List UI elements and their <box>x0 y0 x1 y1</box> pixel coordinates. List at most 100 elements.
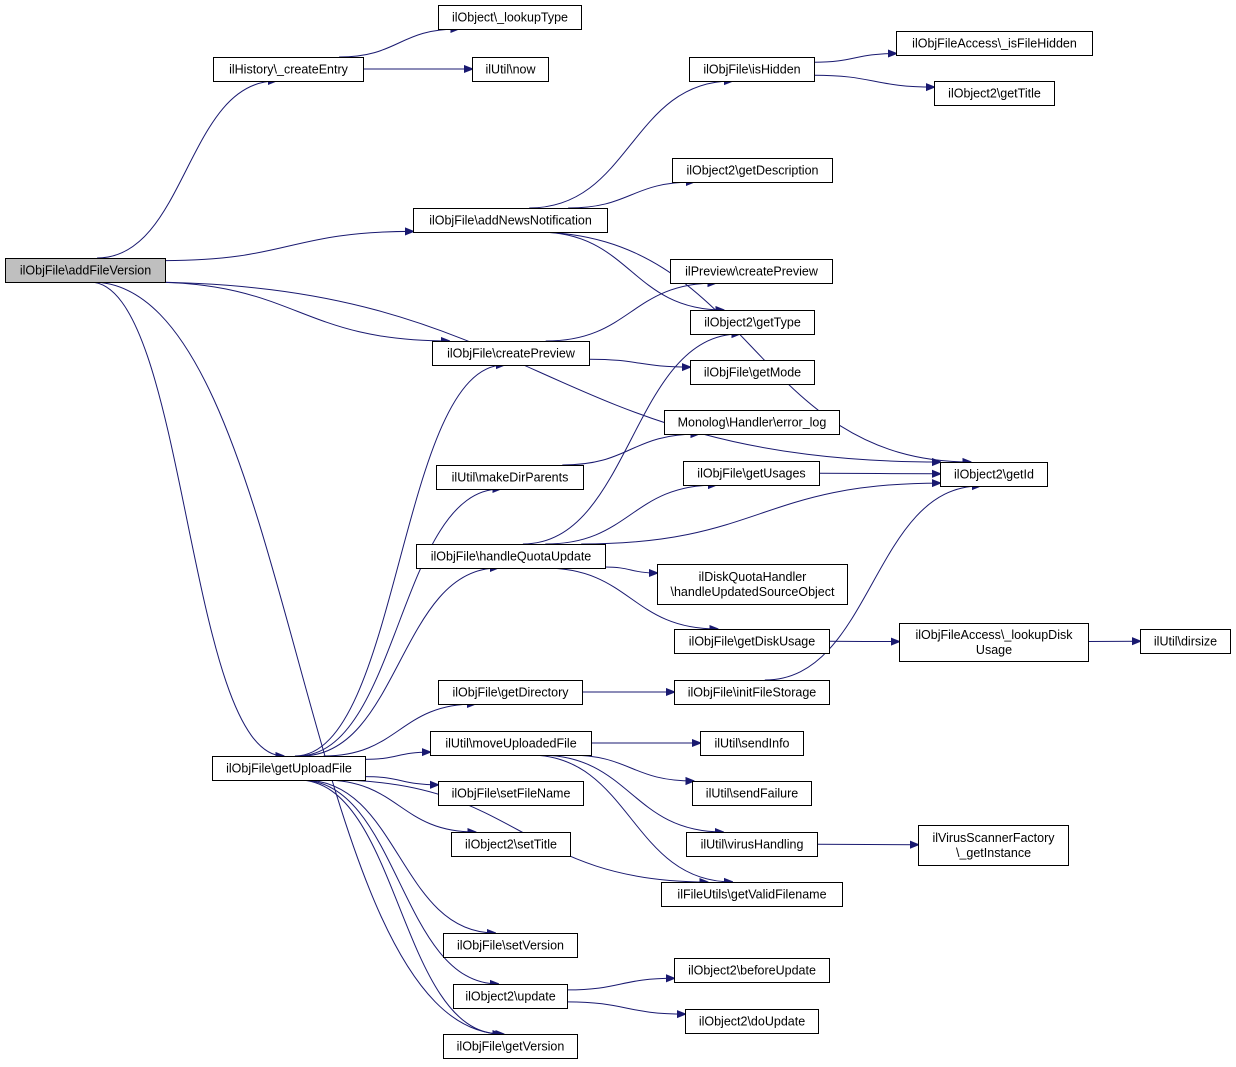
node-getUsages[interactable]: ilObjFile\getUsages <box>683 461 820 486</box>
node-label: ilPreview\createPreview <box>685 265 819 279</box>
edge-getUploadFile-to-getValidFilename <box>332 779 708 882</box>
edge-createPreview-to-getMode <box>588 358 690 367</box>
edge-getUploadFile-to-makeDirParents <box>297 489 501 757</box>
node-getDescription[interactable]: ilObject2\getDescription <box>672 158 833 183</box>
node-box <box>692 781 812 806</box>
node-handleUpdatedSourceObject[interactable]: ilDiskQuotaHandler\handleUpdatedSourceOb… <box>657 564 848 605</box>
node-setVersion[interactable]: ilObjFile\setVersion <box>443 933 578 958</box>
node-label: ilObjFile\getMode <box>704 366 801 380</box>
node-getVersion[interactable]: ilObjFile\getVersion <box>443 1034 578 1059</box>
node-setFileName[interactable]: ilObjFile\setFileName <box>438 781 584 806</box>
node-moveUploadedFile[interactable]: ilUtil\moveUploadedFile <box>430 731 592 756</box>
edge-getUploadFile-to-moveUploadedFile <box>364 752 430 760</box>
node-getDirectory[interactable]: ilObjFile\getDirectory <box>438 680 583 705</box>
node-addFileVersion[interactable]: ilObjFile\addFileVersion <box>5 258 166 283</box>
node-label: Monolog\Handler\error_log <box>678 416 827 430</box>
node-now[interactable]: ilUtil\now <box>472 57 549 82</box>
node-box <box>664 410 840 435</box>
edge-addFileVersion-to-getId <box>138 281 940 462</box>
node-box <box>432 341 590 366</box>
node-label: ilObject\_lookupType <box>452 11 568 25</box>
node-box <box>1140 629 1231 654</box>
node-box <box>661 882 843 907</box>
node-box <box>689 57 815 82</box>
node-box <box>416 544 606 569</box>
node-box <box>436 465 584 490</box>
edge-getUploadFile-to-setTitle <box>323 779 476 832</box>
node-getMode[interactable]: ilObjFile\getMode <box>690 360 815 385</box>
node-sendInfo[interactable]: ilUtil\sendInfo <box>700 731 804 756</box>
node-label: ilObjFile\getVersion <box>457 1040 565 1054</box>
node-isFileHidden[interactable]: ilObjFileAccess\_isFileHidden <box>896 31 1093 56</box>
edge-handleQuotaUpdate-to-getDiskUsage <box>544 567 718 629</box>
node-getValidFilename[interactable]: ilFileUtils\getValidFilename <box>661 882 843 907</box>
node-label: ilUtil\virusHandling <box>701 838 804 852</box>
node-getTitle[interactable]: ilObject2\getTitle <box>934 81 1055 106</box>
edge-createEntry-to-lookupType <box>339 29 458 58</box>
edge-getUploadFile-to-createPreview <box>294 365 504 757</box>
node-label: ilObjFile\isHidden <box>703 63 800 77</box>
node-label: Usage <box>976 643 1012 657</box>
node-getDiskUsage[interactable]: ilObjFile\getDiskUsage <box>674 629 830 654</box>
node-setTitle[interactable]: ilObject2\setTitle <box>451 832 571 857</box>
node-box <box>690 310 815 335</box>
node-previewCreatePreview[interactable]: ilPreview\createPreview <box>670 259 833 284</box>
edge-update-to-beforeUpdate <box>566 978 674 991</box>
node-beforeUpdate[interactable]: ilObject2\beforeUpdate <box>674 958 830 983</box>
node-label: \handleUpdatedSourceObject <box>670 585 835 599</box>
node-box <box>899 623 1089 662</box>
node-box <box>657 564 848 605</box>
node-lookupType[interactable]: ilObject\_lookupType <box>438 5 582 30</box>
edge-handleQuotaUpdate-to-getUsages <box>545 485 716 545</box>
node-box <box>430 731 592 756</box>
edge-addFileVersion-to-getUploadFile <box>89 281 284 756</box>
node-getInstance[interactable]: ilVirusScannerFactory\_getInstance <box>918 825 1069 866</box>
node-addNewsNotification[interactable]: ilObjFile\addNewsNotification <box>413 208 608 233</box>
node-label: ilUtil\sendInfo <box>714 737 789 751</box>
node-errorLog[interactable]: Monolog\Handler\error_log <box>664 410 840 435</box>
node-box <box>438 781 584 806</box>
node-dirsize[interactable]: ilUtil\dirsize <box>1140 629 1231 654</box>
node-sendFailure[interactable]: ilUtil\sendFailure <box>692 781 812 806</box>
edge-isHidden-to-isFileHidden <box>813 54 896 63</box>
edge-getUsages-to-getId <box>818 473 940 474</box>
node-box <box>5 258 166 283</box>
node-isHidden[interactable]: ilObjFile\isHidden <box>689 57 815 82</box>
edge-addFileVersion-to-createEntry <box>97 81 276 259</box>
node-label: ilObjFile\getDirectory <box>452 686 569 700</box>
node-label: ilFileUtils\getValidFilename <box>677 888 826 902</box>
node-label: ilUtil\now <box>485 63 536 77</box>
edge-handleQuotaUpdate-to-getId <box>581 483 940 545</box>
edge-layer <box>89 29 1140 1034</box>
node-box <box>438 5 582 30</box>
node-label: ilDiskQuotaHandler <box>699 570 807 584</box>
node-doUpdate[interactable]: ilObject2\doUpdate <box>685 1009 819 1034</box>
edge-moveUploadedFile-to-sendFailure <box>568 754 693 781</box>
node-label: ilObjFile\setFileName <box>452 787 571 801</box>
node-getUploadFile[interactable]: ilObjFile\getUploadFile <box>212 756 366 781</box>
node-box <box>213 57 364 82</box>
node-box <box>940 462 1048 487</box>
edge-getUploadFile-to-setVersion <box>303 779 496 933</box>
node-box <box>670 259 833 284</box>
node-box <box>413 208 608 233</box>
node-label: ilObjFile\handleQuotaUpdate <box>431 550 592 564</box>
node-getId[interactable]: ilObject2\getId <box>940 462 1048 487</box>
node-initFileStorage[interactable]: ilObjFile\initFileStorage <box>674 680 830 705</box>
node-label: ilObject2\getDescription <box>686 164 818 178</box>
node-box <box>453 984 568 1009</box>
node-createPreview[interactable]: ilObjFile\createPreview <box>432 341 590 366</box>
node-update[interactable]: ilObject2\update <box>453 984 568 1009</box>
edge-addNewsNotification-to-isHidden <box>529 81 732 209</box>
node-label: ilObjFileAccess\_isFileHidden <box>912 37 1077 51</box>
node-label: ilUtil\moveUploadedFile <box>445 737 576 751</box>
node-virusHandling[interactable]: ilUtil\virusHandling <box>686 832 818 857</box>
edge-addFileVersion-to-createPreview <box>146 281 450 341</box>
edge-getUploadFile-to-getVersion <box>298 779 500 1034</box>
node-getType[interactable]: ilObject2\getType <box>690 310 815 335</box>
node-handleQuotaUpdate[interactable]: ilObjFile\handleQuotaUpdate <box>416 544 606 569</box>
node-createEntry[interactable]: ilHistory\_createEntry <box>213 57 364 82</box>
node-makeDirParents[interactable]: ilUtil\makeDirParents <box>436 465 584 490</box>
